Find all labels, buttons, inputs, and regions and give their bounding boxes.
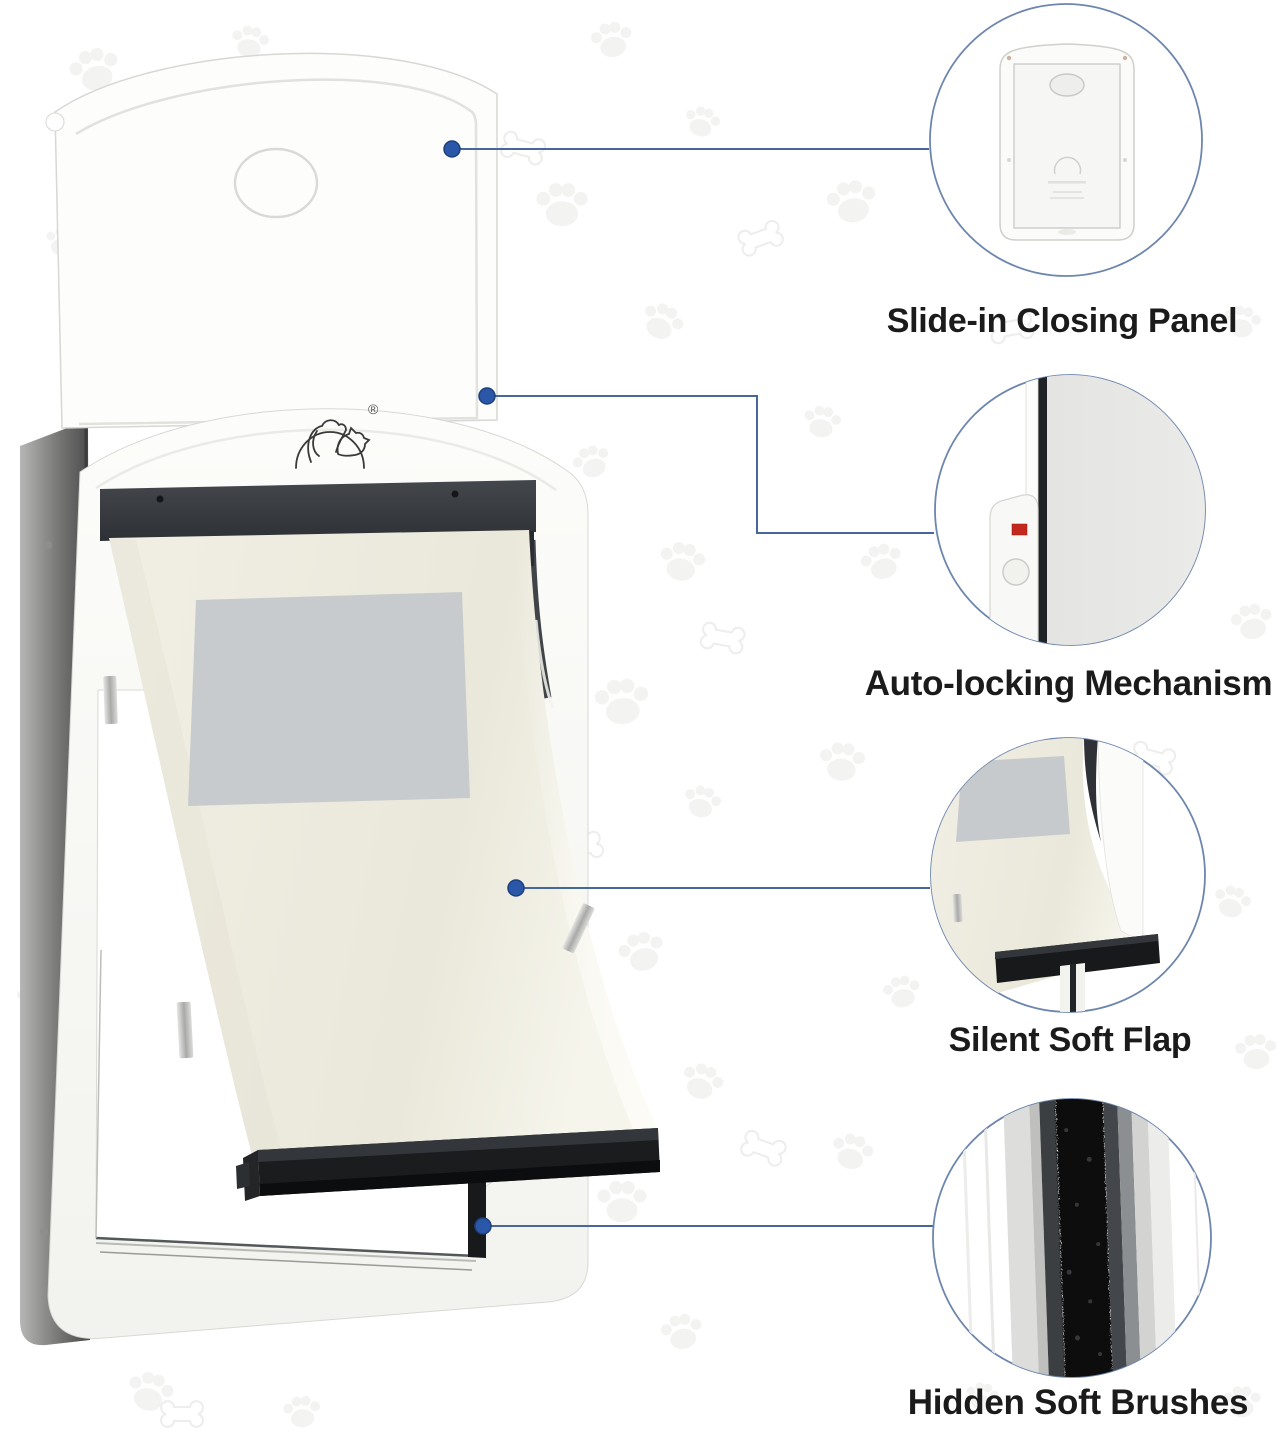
brand-logo: ® (295, 401, 379, 469)
callout-label-silent-soft-flap: Silent Soft Flap (948, 1021, 1192, 1059)
flap-clip (103, 675, 118, 725)
callout-label-slide-in-closing-panel: Slide-in Closing Panel (886, 302, 1238, 340)
inset-auto-locking-mechanism (934, 374, 1206, 646)
lock-button (1002, 558, 1030, 586)
brush-strip (1054, 1099, 1114, 1377)
inset-slide-in-closing-panel (929, 3, 1203, 277)
flap-clip (176, 1001, 194, 1059)
connector-dot-soft-flap (507, 879, 525, 897)
connector-line-auto-lock (487, 395, 934, 534)
callout-label-auto-locking-mechanism: Auto-locking Mechanism (864, 664, 1273, 703)
flap-bottom-bar (236, 1128, 660, 1201)
soft-flap (103, 530, 659, 1192)
panel-finger-recess (233, 147, 319, 219)
registered-trademark: ® (368, 401, 379, 417)
connector-dot-brushes (474, 1217, 492, 1235)
inset-silent-soft-flap (930, 737, 1206, 1013)
flap-clip (562, 903, 595, 953)
flap-window (188, 592, 470, 806)
inset-hidden-soft-brushes (932, 1098, 1212, 1378)
connector-dot-slide-in-panel (443, 140, 461, 158)
panel-notch (45, 112, 65, 132)
connector-dot-auto-lock (478, 387, 496, 405)
lock-indicator-red (1011, 523, 1028, 536)
callout-label-hidden-soft-brushes: Hidden Soft Brushes (907, 1383, 1249, 1422)
slide-in-panel (45, 52, 498, 429)
pet-door-illustration: ® (20, 3, 1212, 1378)
bottom-rail (95, 1236, 477, 1271)
